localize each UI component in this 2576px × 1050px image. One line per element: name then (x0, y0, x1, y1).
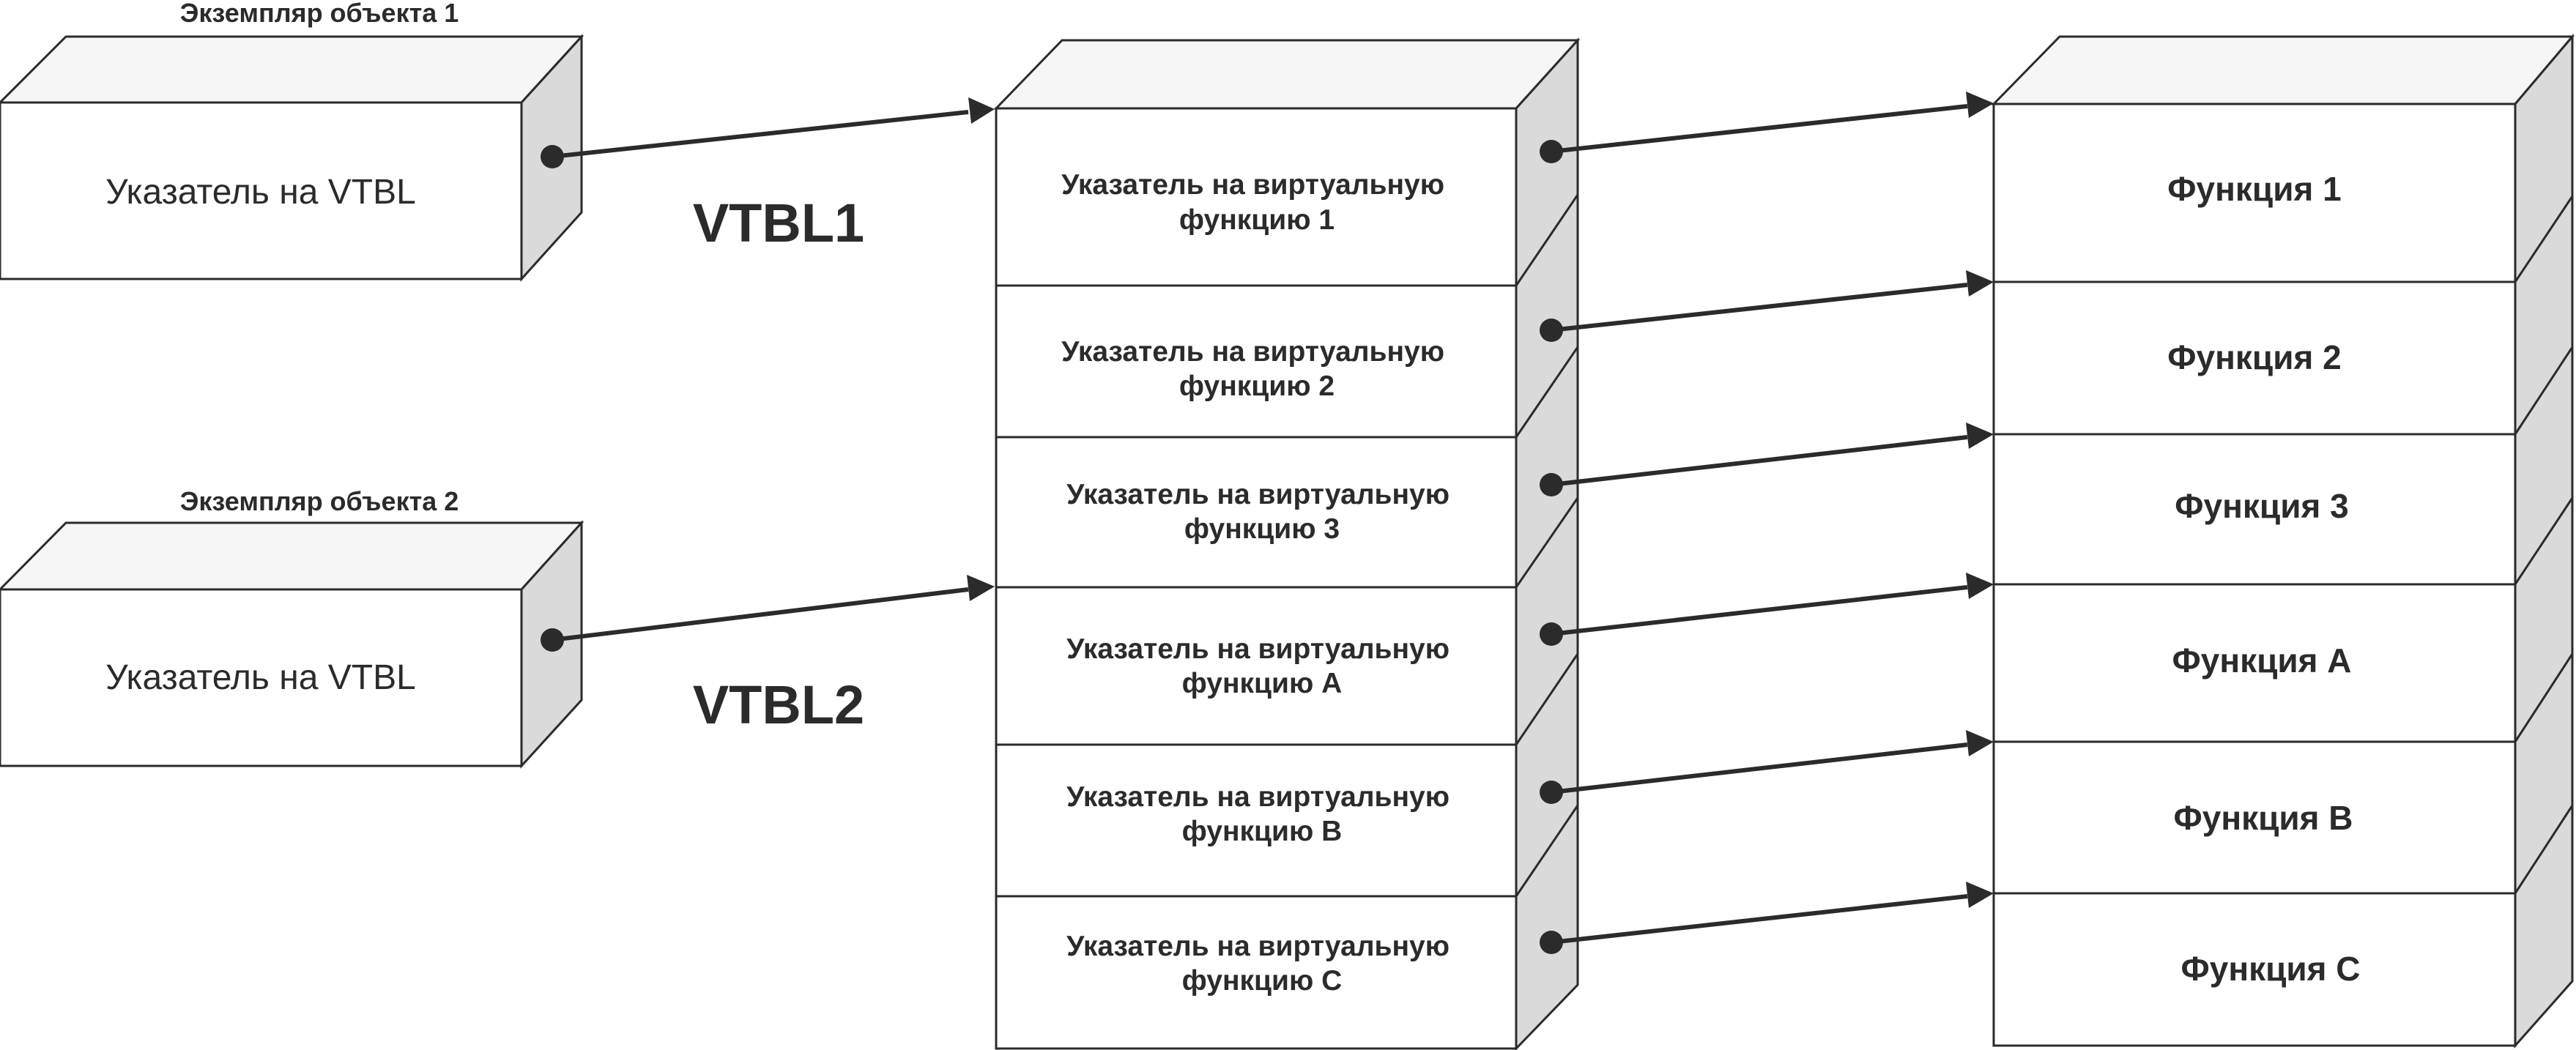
function-box: Функция 3 (1992, 433, 2517, 586)
vtbl-entry: Указатель на виртуальную функцию B (995, 743, 1563, 898)
vtbl-entry-label: Указатель на виртуальную функцию C (1066, 931, 1458, 997)
function-box: Функция C (1992, 892, 2517, 1047)
arrow-entry-to-function (1551, 422, 1994, 487)
function-box-front (1992, 892, 2517, 1047)
vtbl-side-seams (1515, 194, 1579, 897)
object-2-box (0, 588, 523, 767)
vtbl1-label: VTBL1 (693, 193, 864, 253)
object-1-pointer-label: Указатель на VTBL (105, 173, 416, 212)
functions-top-face (1991, 35, 2575, 105)
function-box-front (1992, 740, 2517, 895)
object-instance-1: Экземпляр объекта 1 Указатель на VTBL (0, 0, 584, 282)
function-box-front (1992, 583, 2517, 743)
vtbl-entry-box (995, 107, 1518, 287)
vtbl-entry-box (995, 284, 1518, 439)
vtbl-top-face (993, 39, 1581, 110)
object-2-top-face (0, 521, 584, 591)
vtbl-entry: Указатель на виртуальную функцию A (995, 586, 1563, 746)
object-1-top-face (0, 35, 584, 104)
vtbl-entry: Указатель на виртуальную функцию 1 (995, 107, 1563, 287)
function-label: Функция 3 (2175, 487, 2348, 525)
function-box: Функция A (1992, 583, 2517, 743)
function-box: Функция B (1992, 740, 2517, 895)
object-instance-2: Экземпляр объекта 2 Указатель на VTBL (0, 486, 584, 769)
function-label: Функция 1 (2167, 170, 2341, 208)
functions-column: Функция 1 Функция 2 Функция 3 Функция A … (1991, 33, 2575, 1049)
arrow-object2-to-vtbl2 (552, 575, 995, 642)
function-box: Функция 1 (1992, 103, 2517, 283)
vtbl-entry-box (995, 436, 1518, 589)
function-label: Функция B (2173, 799, 2353, 837)
vtbl-entry-label: Указатель на виртуальную функцию A (1066, 633, 1458, 699)
arrow-entry-to-function (1551, 882, 1994, 945)
arrow-entry-to-function (1551, 92, 1994, 154)
object-1-caption: Экземпляр объекта 1 (180, 0, 459, 28)
vtbl-entry-label: Указатель на виртуальную функцию 2 (1061, 336, 1452, 402)
vtbl-entry-box (995, 743, 1518, 898)
function-label: Функция 2 (2167, 338, 2341, 376)
function-label: Функция C (2180, 950, 2360, 988)
arrow-entry-to-function (1551, 573, 1994, 636)
vtbl-entry-label: Указатель на виртуальную функцию 1 (1061, 169, 1452, 236)
object-2-caption: Экземпляр объекта 2 (180, 486, 459, 516)
vtbl-column: Указатель на виртуальную функцию 1 Указа… (993, 37, 1581, 1050)
object-2-pointer-label: Указатель на VTBL (105, 658, 416, 697)
vtbl-entry: Указатель на виртуальную функцию C (995, 895, 1563, 1050)
vtbl-entry: Указатель на виртуальную функцию 2 (995, 284, 1563, 439)
function-box-front (1992, 433, 2517, 586)
vtbl-entry-box (995, 895, 1518, 1050)
function-label: Функция A (2172, 641, 2351, 679)
arrow-object1-to-vtbl1 (552, 97, 995, 159)
arrows (552, 92, 1994, 945)
arrow-entry-to-function (1551, 270, 1994, 332)
vtbl-entry-label: Указатель на виртуальную функцию B (1066, 781, 1458, 847)
function-box-front (1992, 103, 2517, 283)
functions-side-seams (2514, 196, 2574, 894)
arrow-entry-to-function (1551, 730, 1994, 794)
object-1-box (0, 101, 523, 280)
vtbl-entry-box (995, 586, 1518, 746)
function-box-front (1992, 280, 2517, 436)
vtbl-entry-label: Указатель на виртуальную функцию 3 (1066, 479, 1458, 545)
vtbl2-label: VTBL2 (693, 674, 864, 735)
function-box: Функция 2 (1992, 280, 2517, 436)
vtbl-entry: Указатель на виртуальную функцию 3 (995, 436, 1563, 589)
